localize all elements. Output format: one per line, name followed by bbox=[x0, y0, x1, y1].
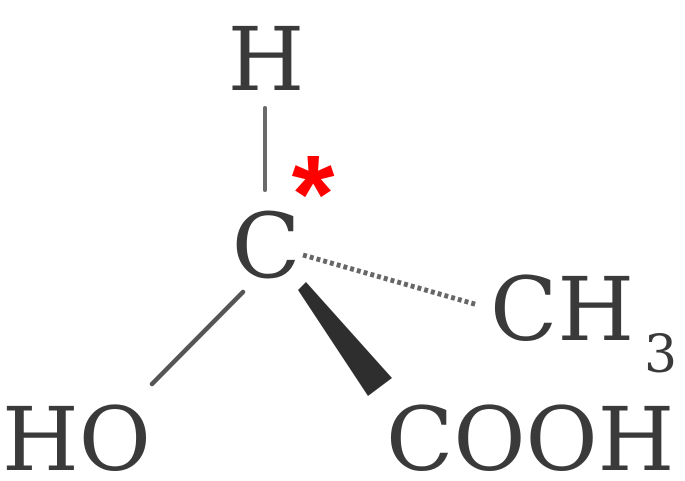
atom-ch-right: CH bbox=[490, 258, 634, 361]
atom-h-top: H bbox=[228, 8, 305, 111]
bond-c-ch3 bbox=[302, 252, 479, 308]
atom-cooh-bottom-right: COOH bbox=[386, 388, 674, 481]
stereocenter-asterisk: * bbox=[292, 133, 335, 256]
atom-c-center: C bbox=[232, 194, 301, 299]
bond-c-cooh bbox=[298, 282, 392, 396]
atom-ch3-subscript: 3 bbox=[644, 325, 677, 385]
bond-c-oh bbox=[149, 289, 246, 387]
atom-ho-bottom-left: HO bbox=[2, 388, 151, 481]
